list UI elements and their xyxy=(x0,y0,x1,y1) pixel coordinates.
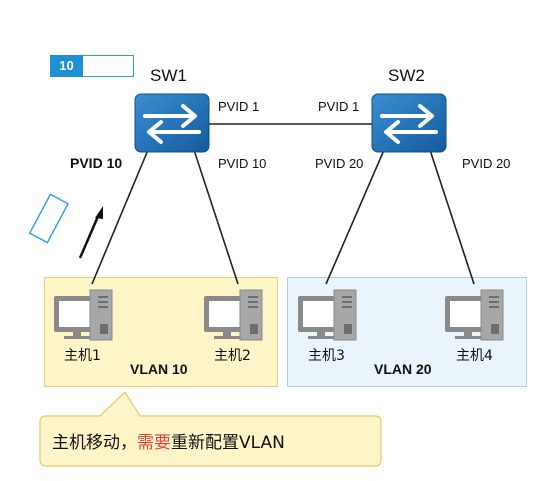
port-label: PVID 10 xyxy=(218,156,267,171)
host-1-label: 主机1 xyxy=(64,348,101,364)
port-label: PVID 10 xyxy=(70,155,123,171)
vlan-10-label: VLAN 10 xyxy=(130,361,188,377)
port-label: PVID 1 xyxy=(318,99,360,114)
link-sw1-host1 xyxy=(91,149,149,285)
up-arrow-icon xyxy=(78,206,103,259)
port-label: PVID 20 xyxy=(462,156,511,171)
callout-bubble xyxy=(39,391,382,467)
switch-icon xyxy=(134,93,210,153)
moving-tag-icon xyxy=(28,193,69,244)
link-sw2-host3 xyxy=(325,149,385,285)
port-label: PVID 20 xyxy=(315,156,364,171)
switch-1-label: SW1 xyxy=(150,66,187,85)
host-2-label: 主机2 xyxy=(214,348,251,364)
computer-icon xyxy=(297,289,357,341)
callout-suffix: 重新配置VLAN xyxy=(171,433,285,453)
vlan-20-label: VLAN 20 xyxy=(374,361,432,377)
computer-icon xyxy=(444,289,504,341)
computer-icon xyxy=(53,289,113,341)
host-4-label: 主机4 xyxy=(456,348,493,364)
callout-text: 主机移动，需要重新配置VLAN xyxy=(52,428,285,453)
vlan-tag-number: 10 xyxy=(50,55,83,77)
switch-2-label: SW2 xyxy=(388,66,425,85)
port-label: PVID 1 xyxy=(218,99,260,114)
computer-icon xyxy=(203,289,263,341)
link-sw1-host2 xyxy=(193,149,239,285)
callout-highlight: 需要 xyxy=(137,433,171,453)
callout-prefix: 主机移动， xyxy=(52,433,137,453)
host-3-label: 主机3 xyxy=(308,348,345,364)
link-sw2-host4 xyxy=(429,149,475,285)
switch-icon xyxy=(371,93,447,153)
